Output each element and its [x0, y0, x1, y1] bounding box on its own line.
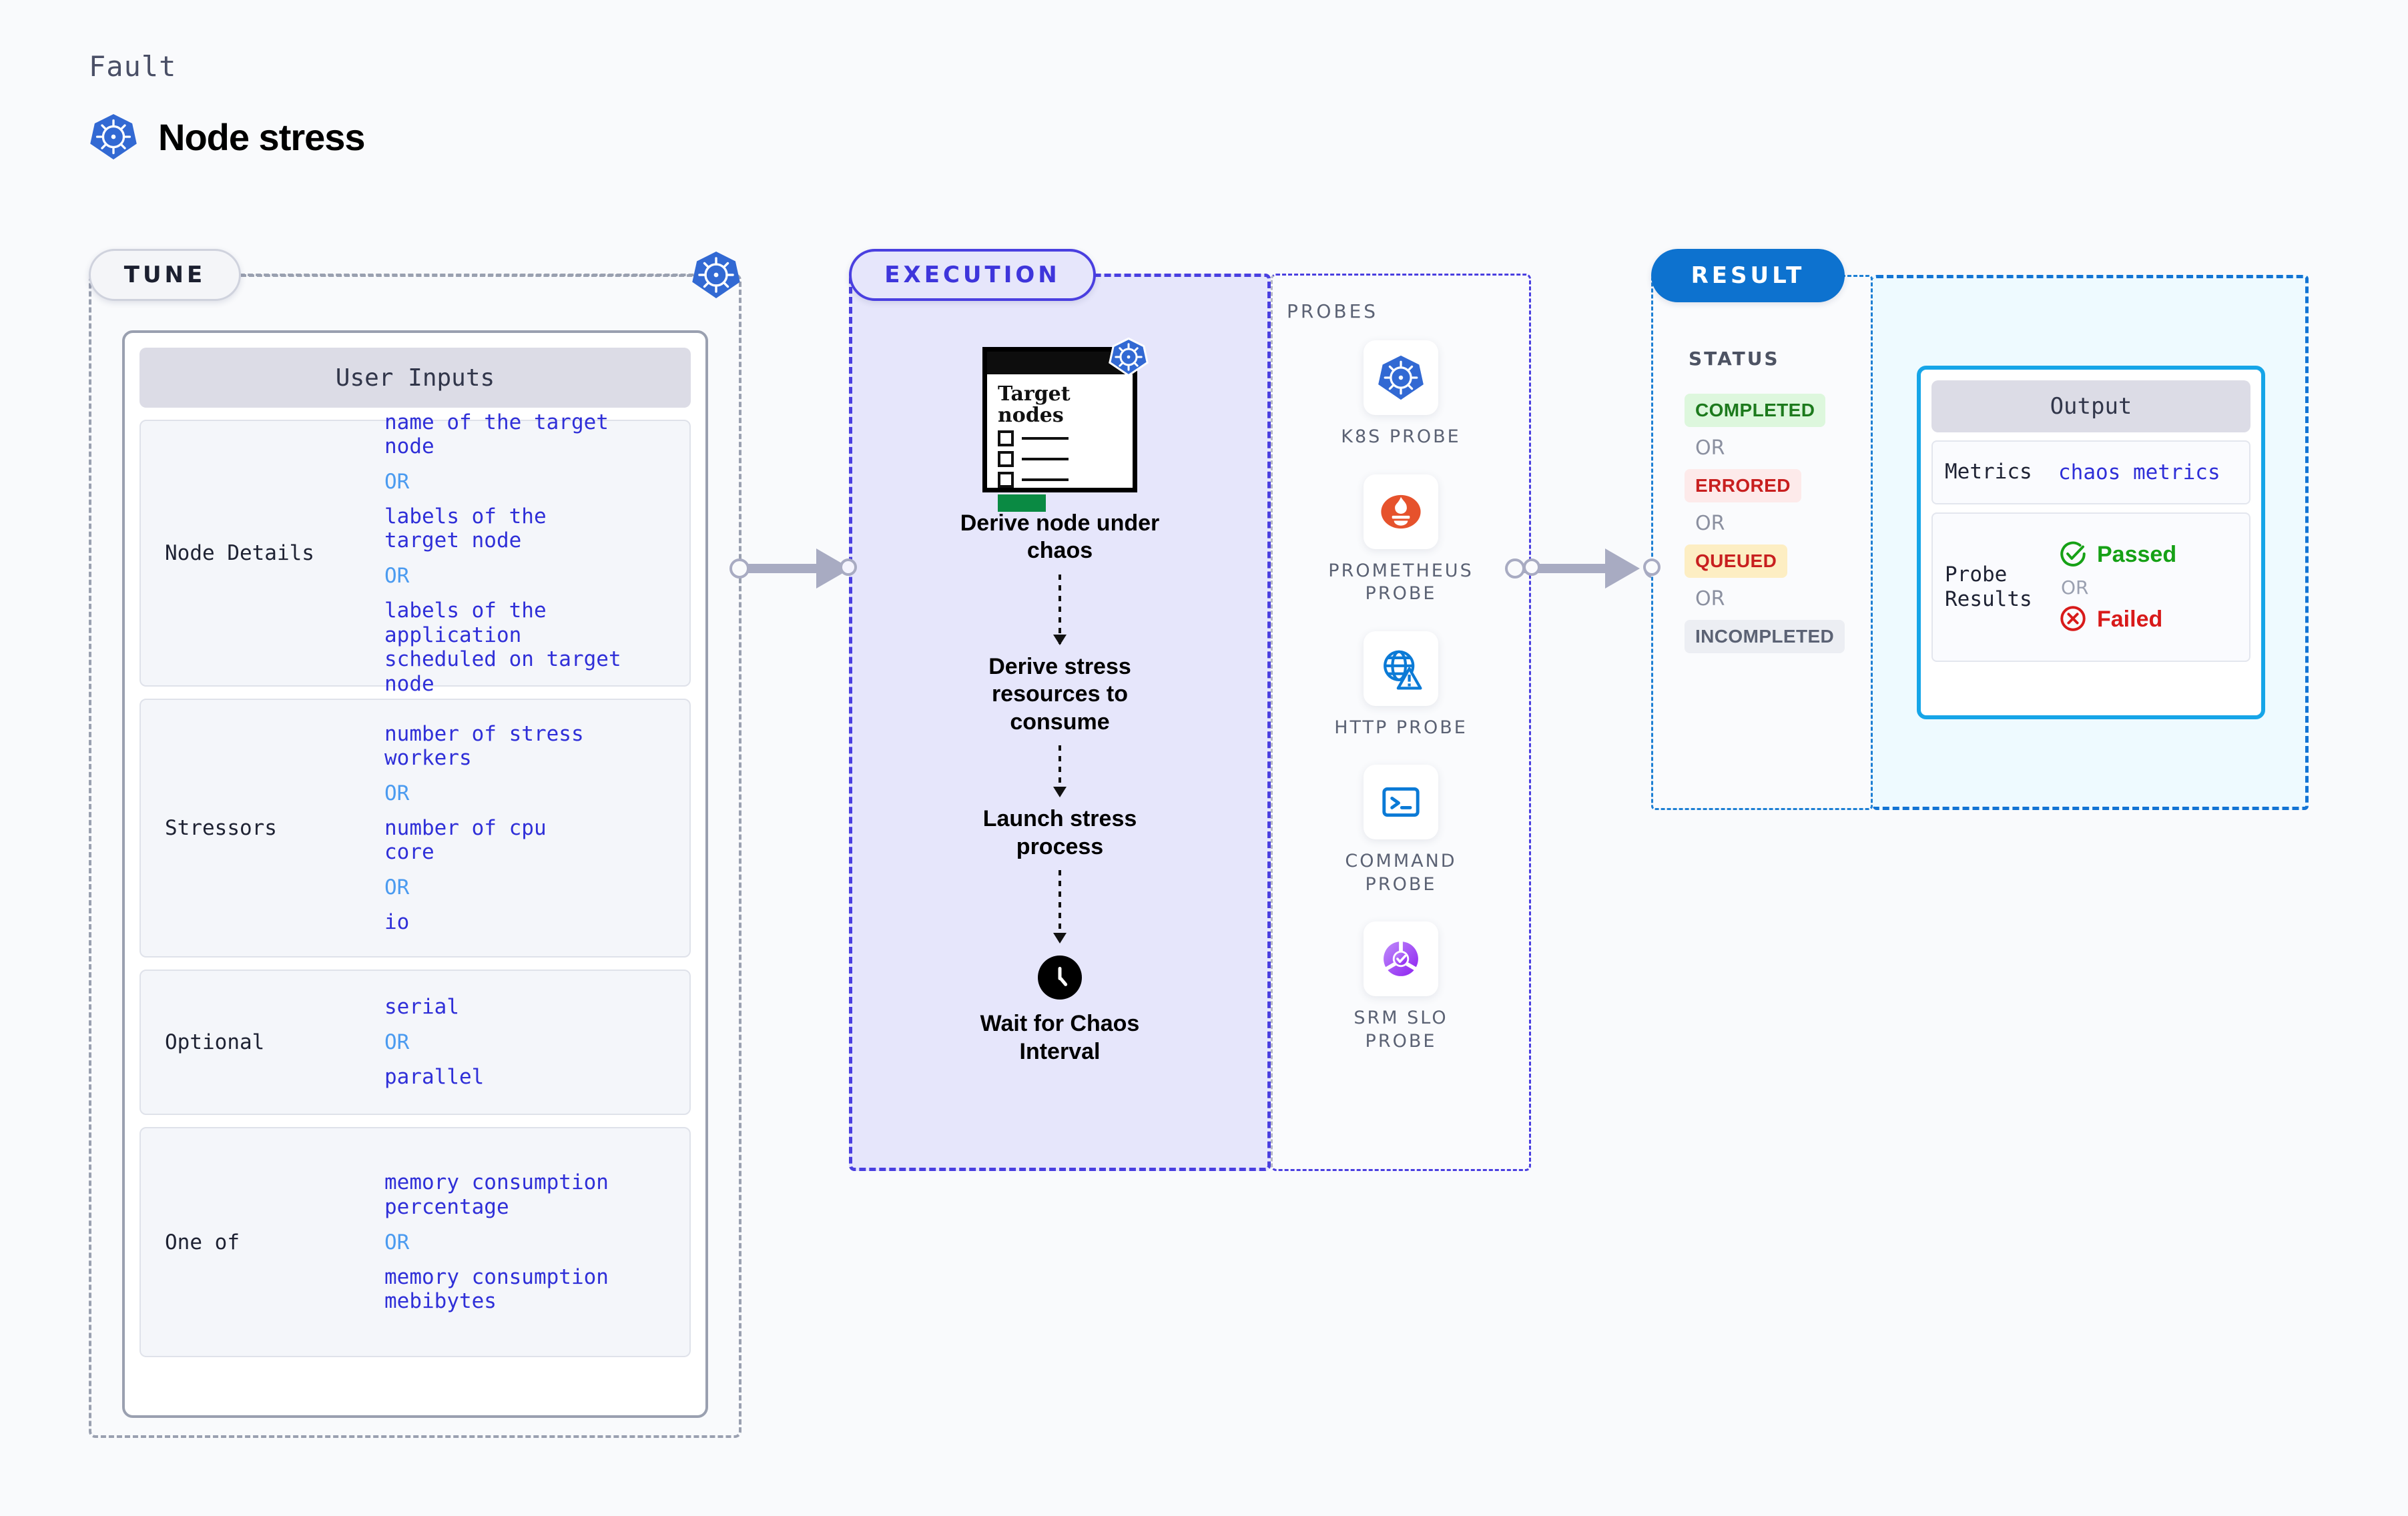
- kubernetes-icon: [691, 250, 741, 300]
- probe-result-failed-row: Failed: [2058, 604, 2237, 636]
- status-list: COMPLETED OR ERRORED OR QUEUED OR INCOMP…: [1685, 394, 1858, 653]
- probe-result-passed-row: Passed: [2058, 539, 2237, 571]
- input-label: Stressors: [165, 816, 277, 840]
- kubernetes-icon: [89, 112, 138, 161]
- probe-label: PROMETHEUS PROBE: [1328, 560, 1474, 605]
- input-value: memory consumption percentage: [384, 1170, 609, 1219]
- probes-title: PROBES: [1287, 300, 1379, 322]
- stage-pill-tune[interactable]: TUNE: [89, 249, 241, 301]
- cross-circle-icon: [2058, 604, 2088, 636]
- probe-item-prometheus[interactable]: PROMETHEUS PROBE: [1317, 474, 1484, 606]
- result-panel: [1651, 275, 1873, 810]
- probes-panel: [1271, 274, 1531, 1171]
- flow-arrow: [1059, 870, 1061, 943]
- or-separator: OR: [384, 1030, 410, 1054]
- fault-eyebrow-label: Fault: [89, 50, 177, 83]
- probe-label: K8S PROBE: [1341, 426, 1461, 447]
- status-badge-queued: QUEUED: [1685, 544, 1788, 578]
- probe-item-k8s[interactable]: K8S PROBE: [1317, 340, 1484, 449]
- flow-arrow: [1059, 745, 1061, 797]
- or-separator: OR: [384, 564, 410, 588]
- execution-flow: Target nodes: [849, 337, 1271, 1066]
- check-circle-icon: [2058, 539, 2088, 571]
- stage-pill-execution[interactable]: EXECUTION: [849, 249, 1096, 301]
- input-value: number of stress workers: [384, 721, 584, 771]
- output-value-metrics: chaos metrics: [2058, 460, 2220, 484]
- user-inputs-card: User Inputs Node Details name of the tar…: [122, 330, 708, 1418]
- input-value: serial: [384, 995, 459, 1020]
- kubernetes-icon: [1364, 340, 1438, 415]
- fault-title-row: Node stress: [89, 112, 366, 161]
- globe-warning-icon: [1364, 631, 1438, 706]
- connector-endpoint-dot: [840, 558, 857, 576]
- flow-arrow: [1059, 574, 1061, 644]
- tune-connector-line: [241, 274, 708, 277]
- or-separator: OR: [384, 875, 410, 899]
- input-label: Node Details: [165, 541, 314, 565]
- output-label-metrics: Metrics: [1945, 460, 2032, 484]
- status-badge-incompleted: INCOMPLETED: [1685, 620, 1845, 653]
- status-title: STATUS: [1689, 348, 1780, 370]
- probe-label: HTTP PROBE: [1334, 717, 1468, 738]
- or-separator: OR: [1695, 587, 1725, 611]
- input-value: labels of the application scheduled on t…: [384, 599, 621, 696]
- terminal-icon: [1364, 765, 1438, 840]
- clock-icon: [1038, 956, 1082, 1000]
- status-badge-completed: COMPLETED: [1685, 394, 1826, 427]
- probe-item-command[interactable]: COMMAND PROBE: [1317, 765, 1484, 896]
- input-value: name of the target node: [384, 410, 609, 459]
- or-separator: OR: [384, 781, 410, 805]
- input-block-optional: Optional serial OR parallel: [139, 970, 691, 1115]
- connector-endpoint-dot: [1523, 558, 1540, 576]
- flow-step-label: Derive node under chaos: [960, 510, 1160, 564]
- flow-step-label: Wait for Chaos Interval: [980, 1011, 1140, 1064]
- output-block-probe-results: Probe Results Passed OR: [1931, 512, 2250, 662]
- flow-step-label: Launch stress process: [982, 806, 1137, 859]
- srm-slo-icon: [1364, 921, 1438, 997]
- page-title: Node stress: [158, 115, 366, 158]
- flow-step-label: Derive stress resources to consume: [988, 653, 1131, 735]
- connector-endpoint-dot: [729, 558, 749, 579]
- output-label-probe-results: Probe Results: [1945, 562, 2032, 611]
- probe-label: COMMAND PROBE: [1345, 851, 1457, 895]
- probe-item-http[interactable]: HTTP PROBE: [1317, 631, 1484, 740]
- input-label: One of: [165, 1230, 240, 1254]
- or-separator: OR: [2061, 576, 2089, 599]
- connector-endpoint-dot: [1505, 558, 1525, 579]
- output-block-metrics: Metrics chaos metrics: [1931, 440, 2250, 504]
- or-separator: OR: [384, 469, 410, 494]
- output-card-title: Output: [1931, 380, 2250, 432]
- input-label: Optional: [165, 1030, 265, 1054]
- status-badge-errored: ERRORED: [1685, 469, 1801, 502]
- input-block-node-details: Node Details name of the target node OR …: [139, 410, 691, 696]
- or-separator: OR: [1695, 512, 1725, 535]
- input-block-stressors: Stressors number of stress workers OR nu…: [139, 699, 691, 958]
- probe-item-srm-slo[interactable]: SRM SLO PROBE: [1317, 921, 1484, 1053]
- input-value: number of cpu core: [384, 815, 547, 865]
- input-value: memory consumption mebibytes: [384, 1264, 609, 1314]
- kubernetes-icon: [1109, 337, 1149, 377]
- input-value: io: [384, 909, 410, 934]
- probe-result-failed-label: Failed: [2097, 607, 2163, 632]
- target-nodes-window-icon: Target nodes: [982, 337, 1149, 512]
- input-value: parallel: [384, 1065, 485, 1089]
- input-value: labels of the target node: [384, 504, 547, 553]
- stage-pill-result[interactable]: RESULT: [1651, 249, 1845, 302]
- or-separator: OR: [384, 1230, 410, 1254]
- connector-endpoint-dot: [1643, 558, 1661, 576]
- prometheus-icon: [1364, 474, 1438, 549]
- probes-list: K8S PROBE PROMETHEUS PROBE: [1271, 340, 1531, 1053]
- target-nodes-label: Target nodes: [998, 382, 1071, 427]
- probe-label: SRM SLO PROBE: [1353, 1008, 1448, 1052]
- connector-arrow-tune-to-execution: [729, 548, 871, 589]
- input-block-one-of: One of memory consumption percentage OR …: [139, 1127, 691, 1357]
- or-separator: OR: [1695, 436, 1725, 460]
- probe-result-passed-label: Passed: [2097, 542, 2177, 567]
- output-card: Output Metrics chaos metrics Probe Resul…: [1917, 366, 2265, 719]
- user-inputs-title: User Inputs: [139, 348, 691, 408]
